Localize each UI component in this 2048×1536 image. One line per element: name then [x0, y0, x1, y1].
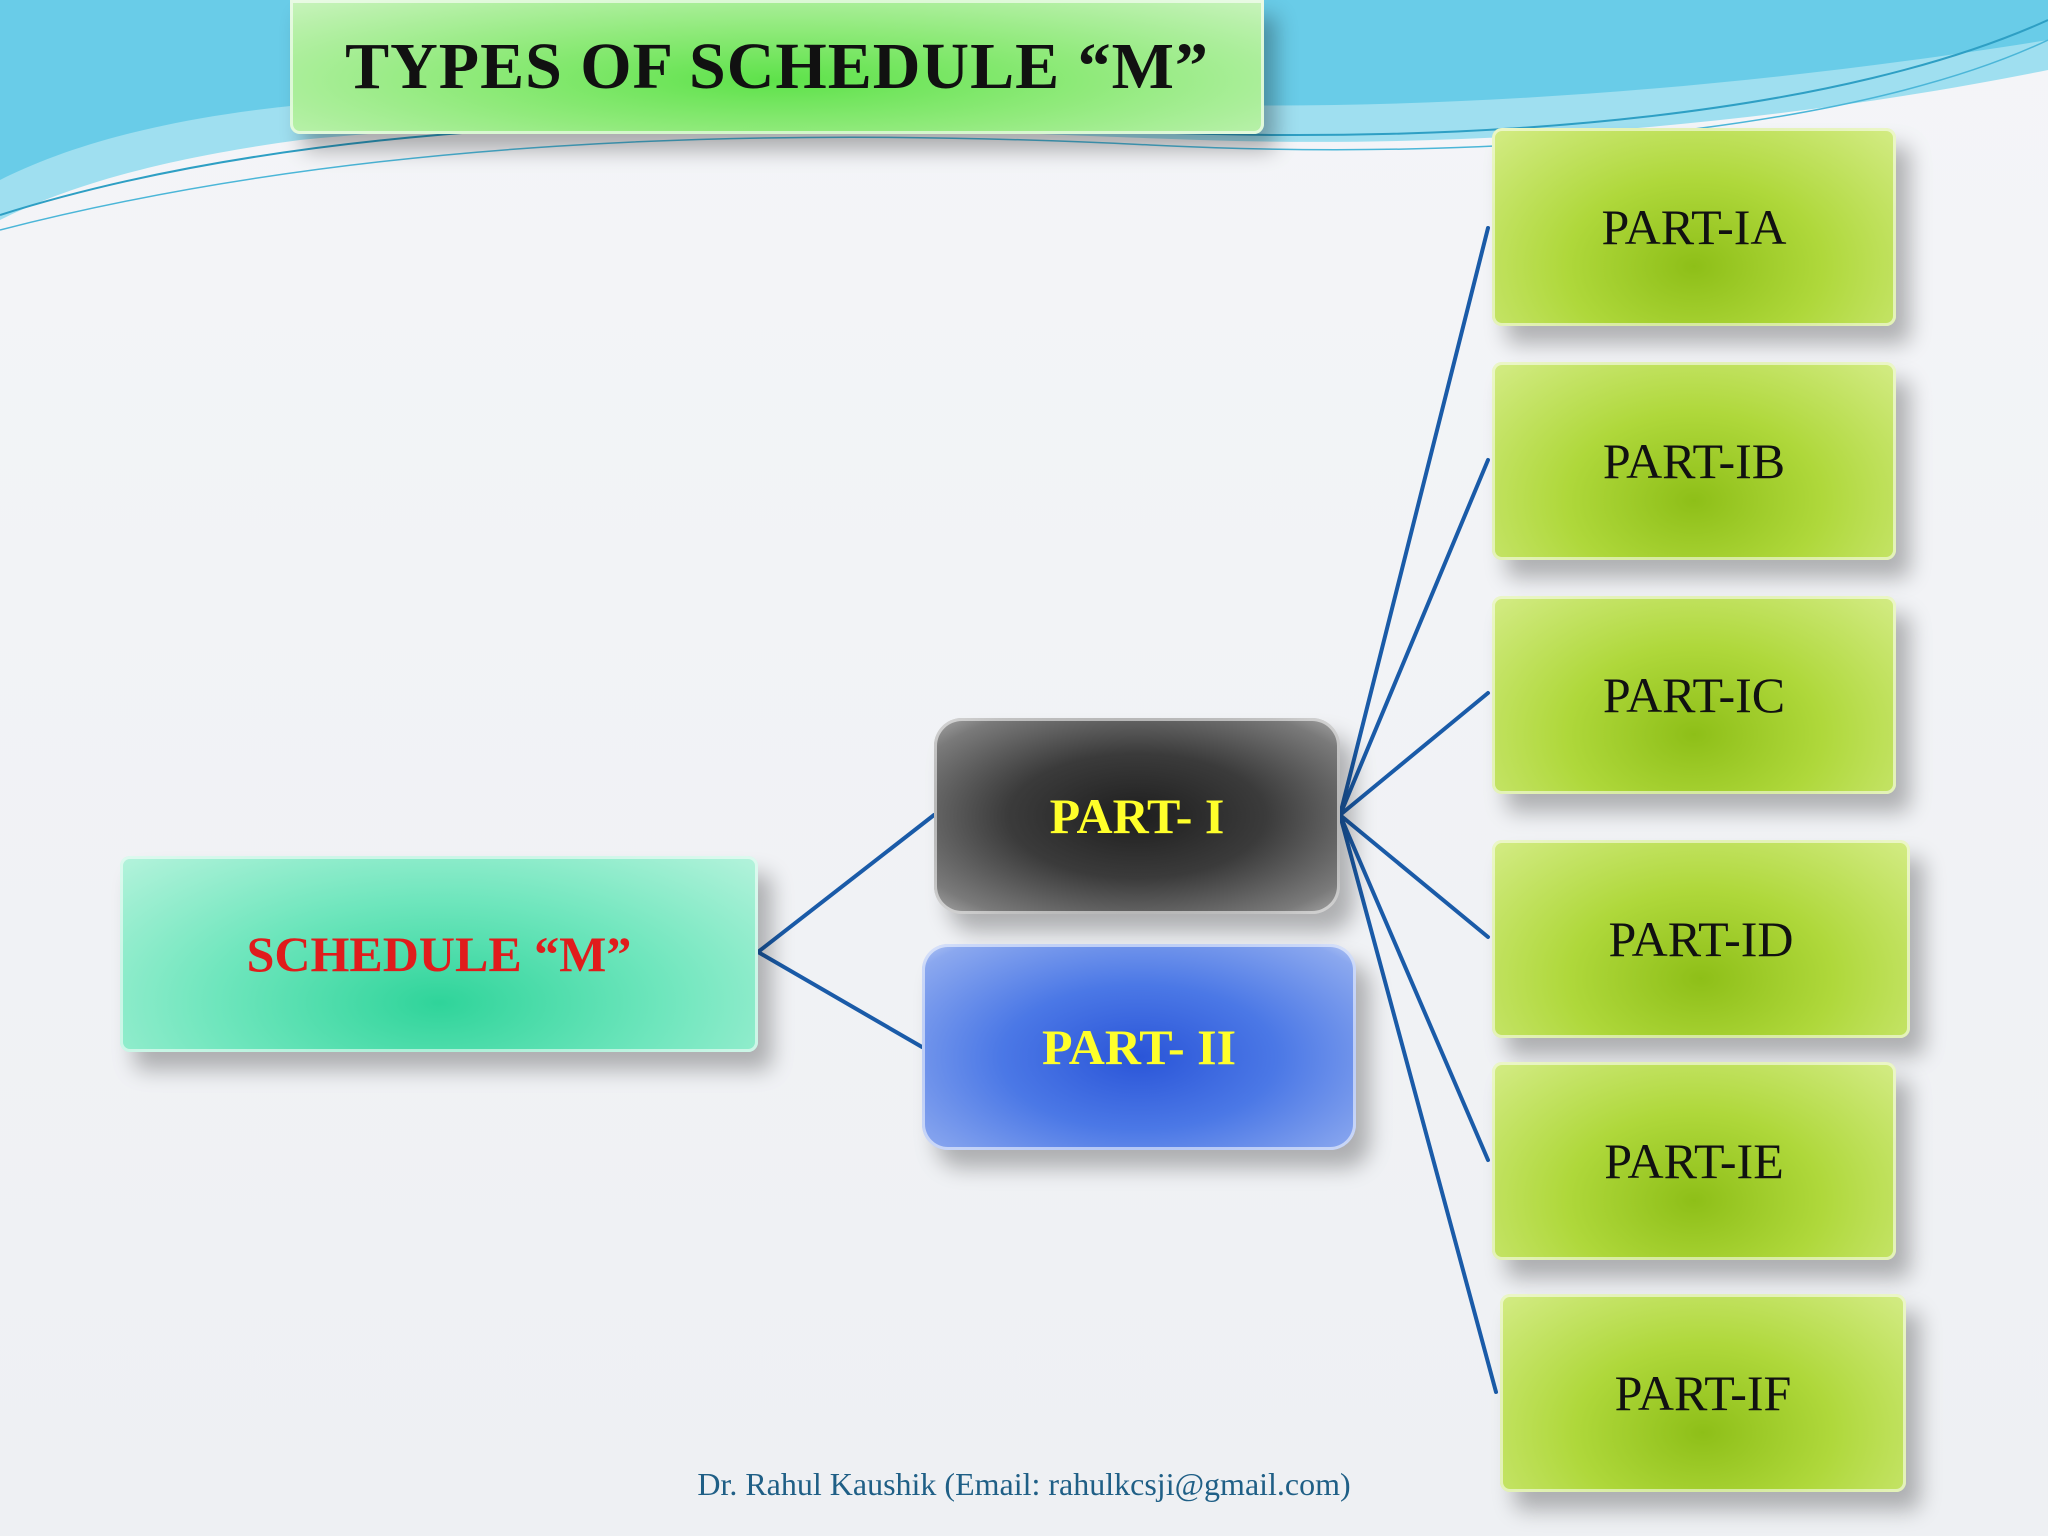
- schedule-m-label: SCHEDULE “M”: [246, 926, 632, 982]
- footer-credit: Dr. Rahul Kaushik (Email: rahulkcsji@gma…: [697, 1466, 1351, 1502]
- part-id-label: PART-ID: [1608, 911, 1794, 967]
- part-ia-label: PART-IA: [1601, 199, 1787, 255]
- connector-part1-if: [1338, 813, 1498, 1394]
- part-ib-label: PART-IB: [1602, 433, 1786, 489]
- connector-root-part2: [756, 950, 924, 1049]
- connector-part1-id: [1338, 813, 1490, 939]
- slide-title: TYPES OF SCHEDULE “M”: [290, 0, 1264, 134]
- slide-title-text: TYPES OF SCHEDULE “M”: [345, 30, 1209, 103]
- connector-part1-ic: [1338, 691, 1490, 817]
- connector-part1-ia: [1338, 226, 1490, 817]
- part-if-node: PART-IF: [1500, 1294, 1906, 1492]
- connector-part1-ie: [1338, 813, 1490, 1162]
- connector-root-part1: [756, 813, 936, 954]
- part-ii-node: PART- II: [922, 944, 1356, 1150]
- part-ie-label: PART-IE: [1604, 1133, 1784, 1189]
- part-ib-node: PART-IB: [1492, 362, 1896, 560]
- part-id-node: PART-ID: [1492, 840, 1910, 1038]
- part-ic-node: PART-IC: [1492, 596, 1896, 794]
- part-ia-node: PART-IA: [1492, 128, 1896, 326]
- part-if-label: PART-IF: [1614, 1365, 1792, 1421]
- part-i-node: PART- I: [934, 718, 1340, 914]
- connector-part1-ib: [1338, 458, 1490, 817]
- part-ie-node: PART-IE: [1492, 1062, 1896, 1260]
- part-ic-label: PART-IC: [1602, 667, 1786, 723]
- part-ii-label: PART- II: [1041, 1019, 1237, 1075]
- part-i-label: PART- I: [1049, 788, 1225, 844]
- schedule-m-node: SCHEDULE “M”: [120, 856, 758, 1052]
